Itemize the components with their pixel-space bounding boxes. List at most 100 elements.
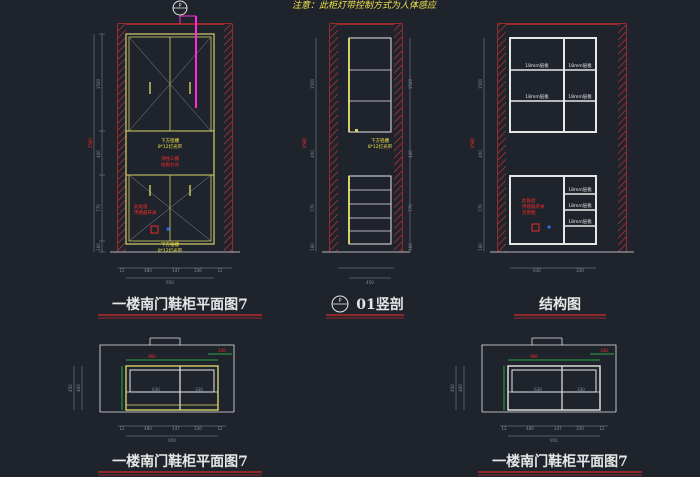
dim-bottom: 12 — [119, 426, 125, 431]
dim-right: 400 — [408, 150, 413, 158]
wall-hatch-right — [618, 24, 626, 252]
shelf-label: 18mm层板 — [525, 93, 549, 100]
wall-hatch-left — [330, 24, 338, 252]
dim-bottom-total: 950 — [550, 438, 558, 443]
dim-total: 2580 — [302, 137, 307, 148]
dim-left: 1500 — [96, 78, 101, 89]
dim-inner: 330 — [218, 348, 226, 353]
label-right: 330 — [195, 387, 203, 392]
upper-cabinet — [348, 37, 392, 133]
led-note-bottom-1: 下方铝槽 — [161, 241, 179, 248]
caption-plan-right: 一楼南门鞋柜平面图7 — [492, 453, 628, 470]
led-note-bottom-2: 8*12灯光带 — [158, 247, 183, 254]
dim-right: 160 — [408, 243, 413, 251]
dim-side: 400 — [458, 384, 463, 392]
plan-drawing-right: 960 330 630 330 400 450 12 480 147 330 1… — [450, 337, 642, 476]
section-marker-label: P — [338, 298, 341, 304]
dim-top: 960 — [148, 354, 156, 359]
dim-bottom: 147 — [554, 426, 562, 431]
wall-hatch-right — [224, 24, 232, 252]
sensor-dot-icon — [166, 227, 170, 231]
dim-left: 770 — [310, 204, 315, 212]
section-marker-caption: P — [331, 295, 349, 313]
dim-bottom: 330 — [576, 268, 584, 273]
caption-plan-left: 一楼南门鞋柜平面图7 — [112, 453, 248, 470]
dim-bottom: 12 — [217, 268, 223, 273]
section-drawing: 下方铝槽 8*12灯光带 1500 400 770 160 2580 1500 … — [302, 23, 413, 319]
shelf-label: 18mm层板 — [568, 202, 592, 209]
cabinet-frame — [125, 33, 215, 245]
sensor-note-2: 传感器开关 — [522, 203, 545, 210]
sensor-note-1: 此处放 — [134, 203, 148, 210]
caption-section: 01竖剖 — [356, 296, 403, 313]
dim-bottom: 12 — [217, 426, 223, 431]
label-left: 630 — [152, 387, 160, 392]
structure-drawing: 18mm层板 18mm层板 18mm层板 18mm层板 18mm层板 18mm层… — [470, 23, 634, 319]
mid-note-1: 顶柱三棚 — [161, 155, 179, 162]
upper-carcass — [509, 37, 597, 133]
sensor-note-1: 此处放 — [522, 197, 536, 204]
shelf-label: 18mm层板 — [525, 62, 549, 69]
dim-left: 1500 — [478, 78, 483, 89]
dim-side: 400 — [76, 384, 81, 392]
header-note: 注意：此柜灯带控制方式为人体感应 — [292, 0, 438, 11]
label-left: 630 — [534, 387, 542, 392]
dim-bottom: 12 — [599, 426, 605, 431]
label-right: 330 — [577, 387, 585, 392]
sensor-note-2: 传感器开关 — [134, 209, 157, 216]
dim-right: 770 — [408, 204, 413, 212]
plan-drawing-left: 960 330 630 330 400 450 12 480 147 330 1… — [68, 337, 262, 476]
caption-elevation: 一楼南门鞋柜平面图7 — [112, 296, 248, 313]
dim-side: 450 — [450, 384, 455, 392]
dim-left: 160 — [310, 243, 315, 251]
shelf-label: 18mm层板 — [568, 218, 592, 225]
section-marker-top: P — [172, 0, 188, 24]
sensor-switch-icon — [531, 223, 540, 232]
wall-outline — [497, 23, 627, 252]
dim-bottom: 480 — [144, 426, 152, 431]
dim-inner: 330 — [600, 348, 608, 353]
cabinet-plan — [125, 365, 219, 411]
sensor-note-3: 见原图 — [522, 210, 536, 216]
dim-bottom-total: 950 — [166, 280, 174, 285]
dim-left: 400 — [478, 150, 483, 158]
shelf-label: 18mm层板 — [568, 62, 592, 69]
elevation-drawing: 下方铝槽 8*12灯光带 顶柱三棚 层板分光 此处放 传感器开关 下方铝槽 8*… — [88, 15, 262, 319]
wall-outline — [117, 23, 233, 252]
dim-bottom: 480 — [144, 268, 152, 273]
marker-label: P — [178, 3, 181, 9]
dim-bottom: 450 — [366, 280, 374, 285]
dim-total: 2580 — [88, 137, 93, 148]
mid-note-2: 层板分光 — [161, 161, 179, 168]
dim-left: 770 — [96, 204, 101, 212]
dim-top: 960 — [530, 354, 538, 359]
led-note-top-2: 8*12灯光带 — [158, 143, 183, 150]
dim-left: 400 — [96, 150, 101, 158]
sensor-switch-icon — [150, 225, 159, 234]
led-note-1: 下方铝槽 — [371, 137, 389, 144]
wall-hatch-left — [498, 24, 506, 252]
cabinet-plan — [507, 365, 601, 411]
lower-cabinet — [348, 175, 392, 245]
dim-total: 2580 — [470, 137, 475, 148]
dim-bottom: 330 — [194, 268, 202, 273]
dim-left: 400 — [310, 150, 315, 158]
dim-bottom: 330 — [576, 426, 584, 431]
led-note-top-1: 下方铝槽 — [161, 137, 179, 144]
dim-bottom-total: 950 — [168, 438, 176, 443]
wall-hatch-left — [118, 24, 126, 252]
dim-left: 1500 — [310, 78, 315, 89]
dim-right: 1500 — [408, 78, 413, 89]
dim-bottom: 330 — [194, 426, 202, 431]
dim-bottom: 12 — [501, 426, 507, 431]
dim-bottom: 12 — [119, 268, 125, 273]
caption-structure: 结构图 — [539, 296, 581, 313]
dim-bottom: 480 — [526, 426, 534, 431]
dim-left: 770 — [478, 204, 483, 212]
sensor-dot-icon — [547, 225, 551, 229]
led-note-2: 8*12灯光带 — [368, 143, 393, 150]
shelf-label: 18mm层板 — [568, 186, 592, 193]
dim-side: 450 — [68, 384, 73, 392]
shelf-label: 18mm层板 — [568, 93, 592, 100]
